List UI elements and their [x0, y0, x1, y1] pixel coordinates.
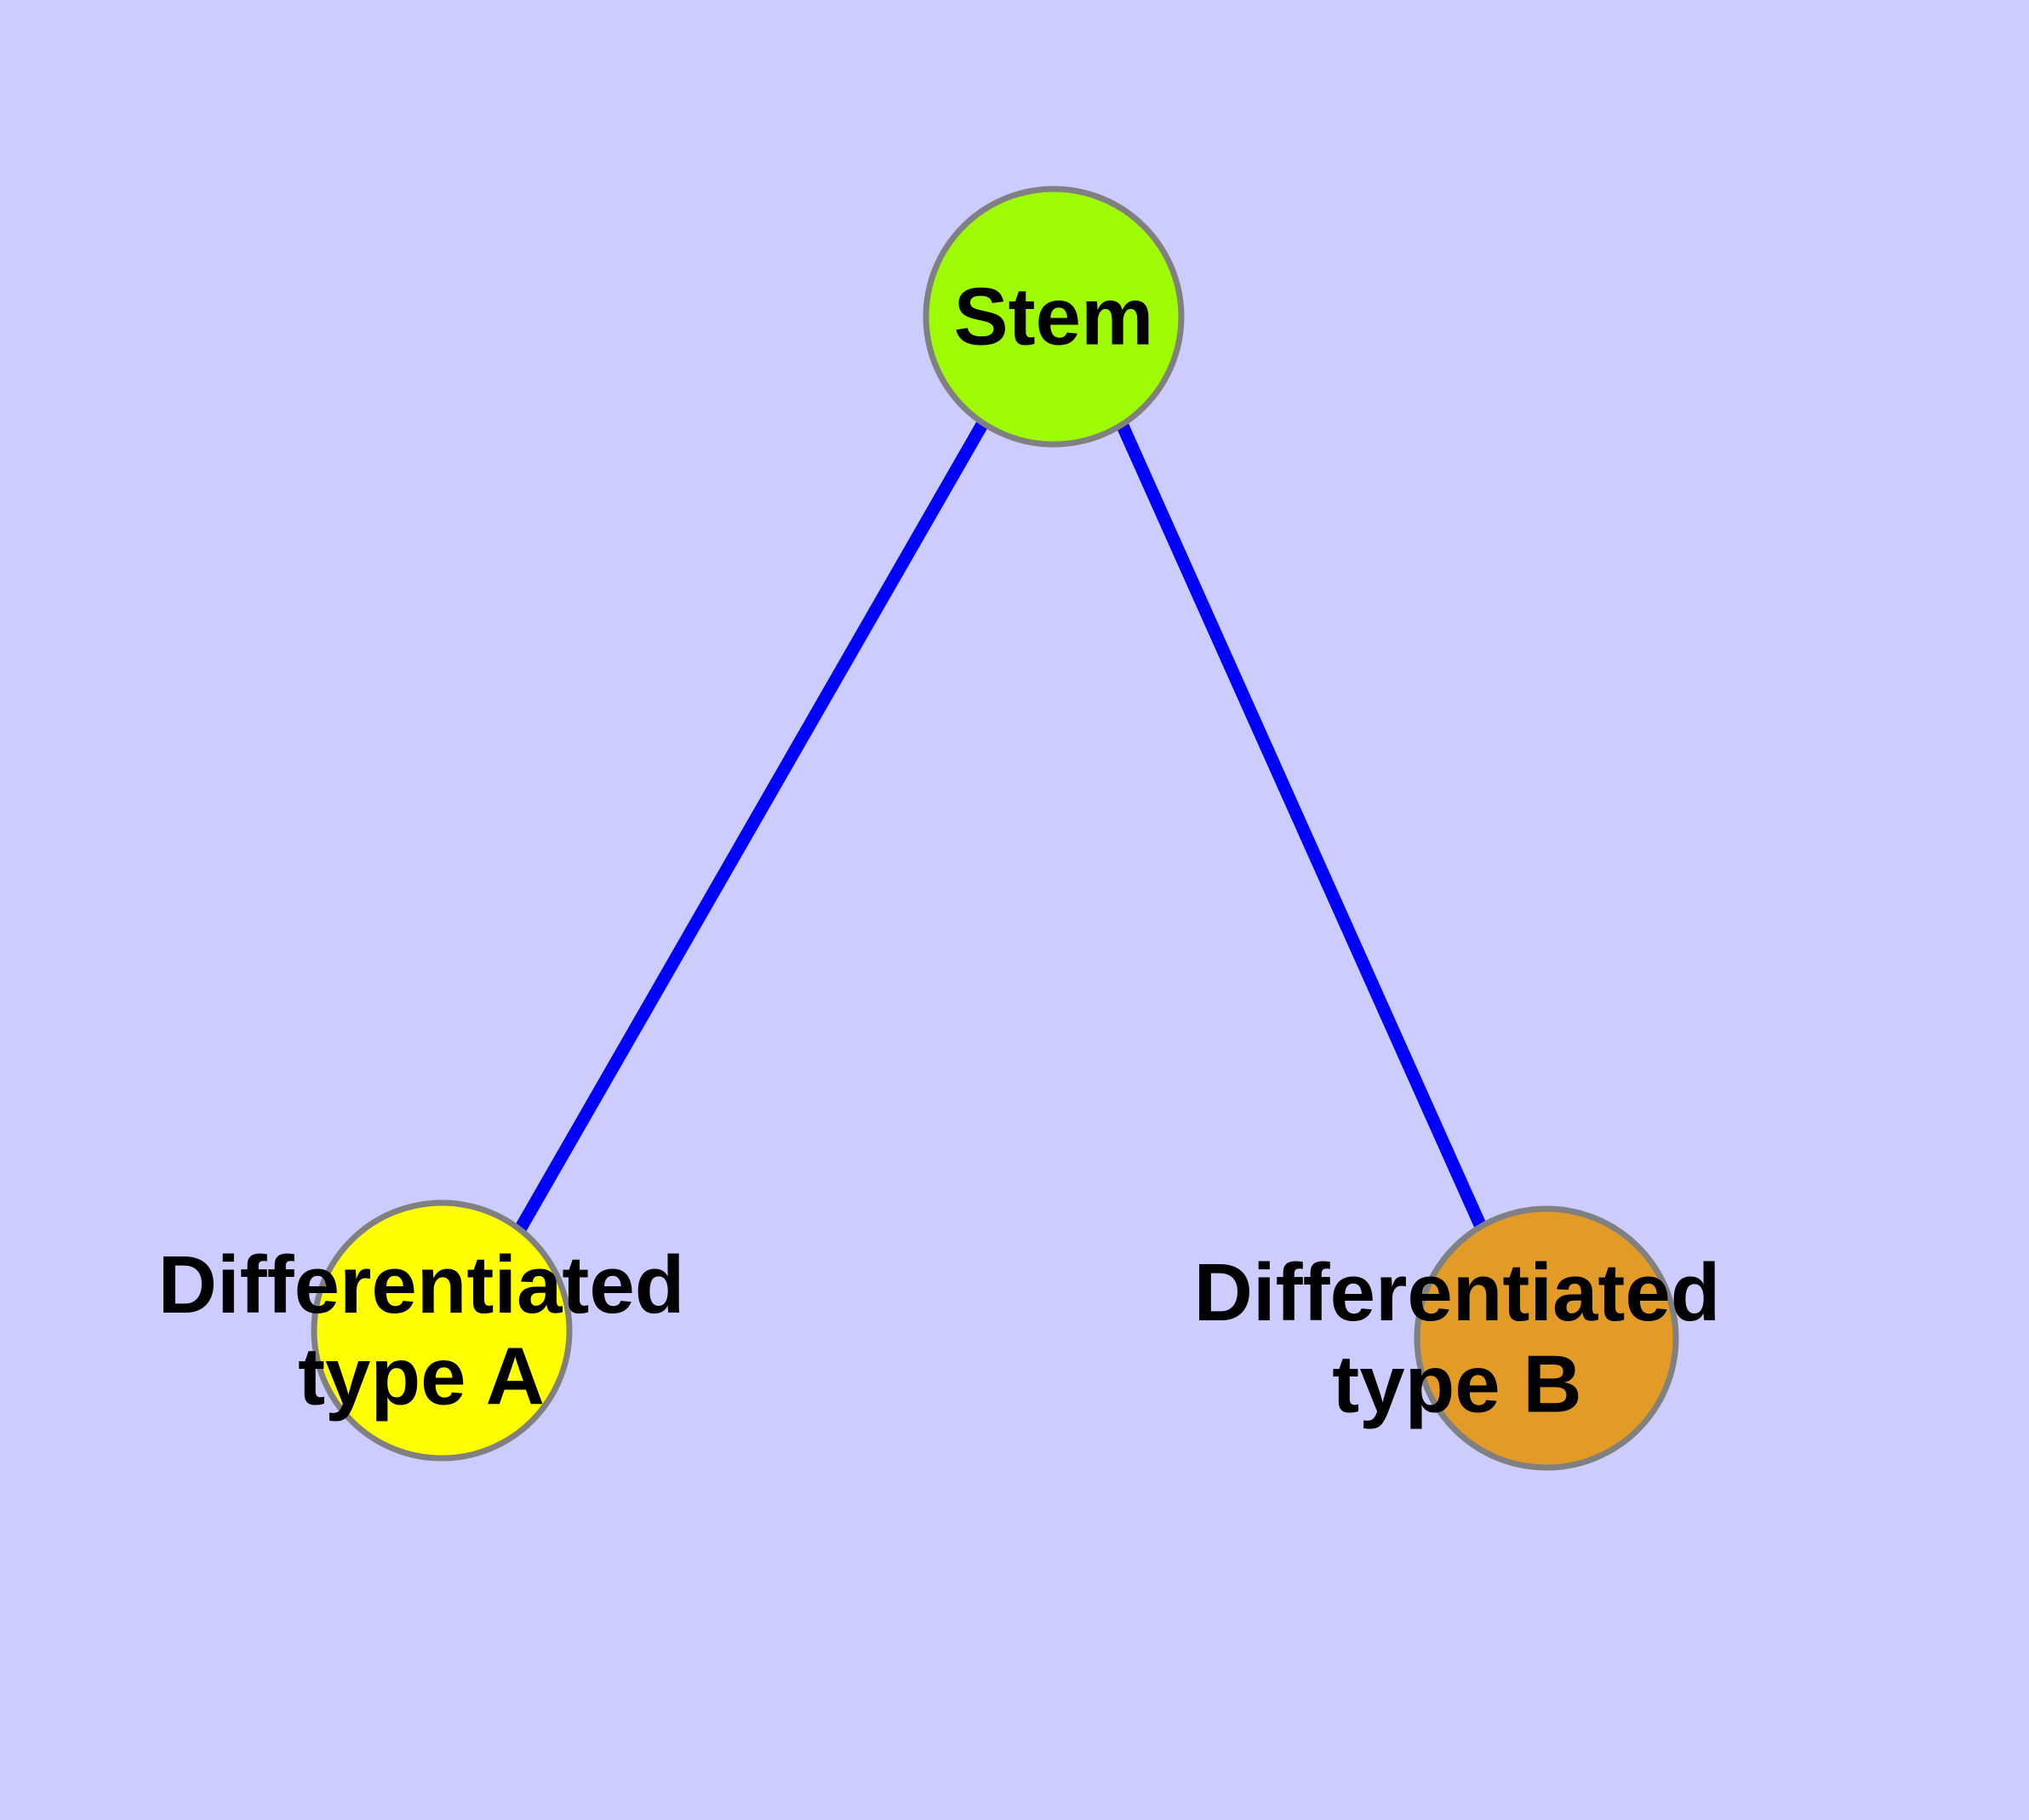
node-label-stem: Stem	[954, 272, 1154, 363]
node-stem[interactable]	[923, 186, 1185, 448]
node-diff_a[interactable]	[311, 1199, 573, 1462]
node-label-line: type A	[298, 1331, 545, 1422]
edge-stem-to-diff_a[interactable]	[514, 420, 989, 1233]
edge-stem-to-diff_b[interactable]	[1116, 421, 1487, 1230]
node-diff_b[interactable]	[1414, 1205, 1679, 1471]
node-label-line: type B	[1332, 1338, 1581, 1429]
nodes-layer	[311, 186, 1679, 1471]
node-label-line: Differentiated	[158, 1239, 685, 1331]
edges-layer	[514, 420, 1487, 1233]
node-label-line: Differentiated	[1194, 1247, 1721, 1338]
node-label-line: Stem	[954, 272, 1154, 363]
